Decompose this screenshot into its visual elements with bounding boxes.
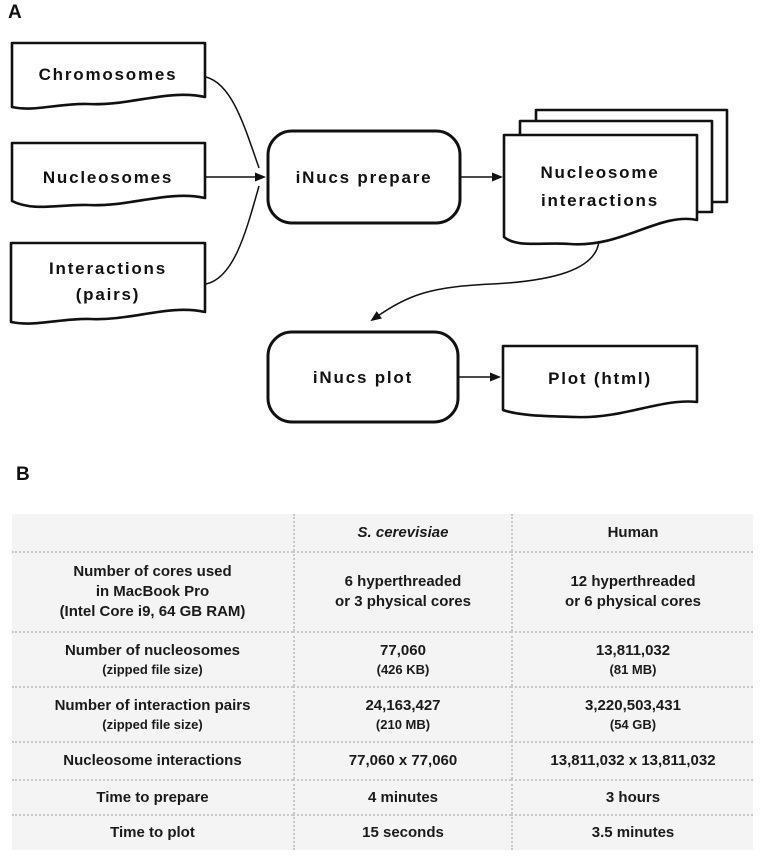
row-prepare-time-cerevisiae-value: 4 minutes — [367, 788, 439, 806]
table-header-cerevisiae: S. cerevisiae — [293, 514, 511, 551]
row-interactions-label: Nucleosome interactions — [12, 741, 293, 779]
chromosomes-label: Chromosomes — [39, 65, 178, 84]
row-plot-time-human-value: 3.5 minutes — [591, 824, 675, 842]
inucs-plot-label: iNucs plot — [313, 368, 413, 387]
interactions-label-line1: Interactions — [49, 259, 167, 278]
nucleosomes-label: Nucleosomes — [43, 168, 173, 187]
row-nucleosomes-label: Number of nucleosomes (zipped file size) — [12, 631, 293, 686]
row-pairs-human: 3,220,503,431 (54 GB) — [511, 686, 753, 741]
table-header-empty — [12, 514, 293, 551]
output-label-line1: Nucleosome — [540, 163, 659, 182]
row-plot-time-human: 3.5 minutes — [511, 814, 753, 850]
row-pairs-label: Number of interaction pairs (zipped file… — [12, 686, 293, 741]
row-nucleosomes-label-line1: Number of nucleosomes — [64, 641, 241, 659]
row-nucleosomes-cerevisiae-size: (426 KB) — [376, 661, 430, 677]
plot-html-label: Plot (html) — [548, 369, 652, 388]
row-cores-label: Number of cores used in MacBook Pro (Int… — [12, 551, 293, 631]
row-cores-cerevisiae: 6 hyperthreaded or 3 physical cores — [293, 551, 511, 631]
row-interactions-label-line1: Nucleosome interactions — [63, 752, 242, 770]
row-prepare-time-label: Time to prepare — [12, 779, 293, 814]
chromosomes-to-prepare-arrow — [205, 76, 260, 169]
row-prepare-time-label-line1: Time to prepare — [96, 788, 209, 806]
interactions-file-shape — [9, 241, 207, 325]
row-nucleosomes-human: 13,811,032 (81 MB) — [511, 631, 753, 686]
row-nucleosomes-label-line2: (zipped file size) — [102, 661, 203, 677]
table-header-human: Human — [511, 514, 753, 551]
row-cores-label-line2: in MacBook Pro — [95, 583, 210, 601]
pipeline-flowchart: Chromosomes Nucleosomes Interactions (pa… — [9, 41, 729, 424]
row-plot-time-cerevisiae-value: 15 seconds — [362, 824, 444, 842]
row-cores-label-line1: Number of cores used — [73, 563, 232, 581]
row-prepare-time-cerevisiae: 4 minutes — [293, 779, 511, 814]
row-prepare-time-human: 3 hours — [511, 779, 753, 814]
row-pairs-label-line1: Number of interaction pairs — [54, 696, 251, 714]
row-pairs-human-value: 3,220,503,431 — [585, 696, 681, 714]
row-pairs-label-line2: (zipped file size) — [102, 716, 203, 732]
panel-a-label: A — [8, 2, 23, 23]
row-interactions-cerevisiae: 77,060 x 77,060 — [293, 741, 511, 779]
benchmark-table: S. cerevisiae Human Number of cores used… — [12, 514, 753, 850]
row-cores-label-line3: (Intel Core i9, 64 GB RAM) — [59, 602, 246, 620]
output-label-line2: interactions — [541, 191, 659, 210]
interactions-to-prepare-arrow — [205, 185, 260, 285]
row-nucleosomes-human-size: (81 MB) — [609, 661, 657, 677]
row-cores-cerevisiae-line2: or 3 physical cores — [335, 593, 471, 610]
row-plot-time-label: Time to plot — [12, 814, 293, 850]
plot-html-file-shape — [501, 344, 699, 419]
row-prepare-time-human-value: 3 hours — [605, 788, 661, 806]
row-cores-human-line1: 12 hyperthreaded — [570, 573, 696, 591]
row-cores-cerevisiae-line1: 6 hyperthreaded — [344, 573, 462, 591]
row-interactions-cerevisiae-value: 77,060 x 77,060 — [348, 752, 458, 770]
row-nucleosomes-cerevisiae: 77,060 (426 KB) — [293, 631, 511, 686]
row-pairs-human-size: (54 GB) — [609, 716, 657, 732]
row-plot-time-cerevisiae: 15 seconds — [293, 814, 511, 850]
row-pairs-cerevisiae-size: (210 MB) — [375, 716, 431, 732]
row-pairs-cerevisiae-value: 24,163,427 — [365, 696, 441, 714]
row-cores-human: 12 hyperthreaded or 6 physical cores — [511, 551, 753, 631]
interactions-label-line2: (pairs) — [76, 285, 141, 304]
nucleosomes-file-shape — [10, 141, 207, 209]
row-interactions-human-value: 13,811,032 x 13,811,032 — [550, 752, 716, 770]
row-cores-human-line2: or 6 physical cores — [565, 593, 701, 610]
panel-b-label: B — [16, 464, 31, 485]
row-interactions-human: 13,811,032 x 13,811,032 — [511, 741, 753, 779]
row-plot-time-label-line1: Time to plot — [110, 824, 195, 842]
nucleosome-interactions-file-shape — [502, 133, 699, 246]
row-pairs-cerevisiae: 24,163,427 (210 MB) — [293, 686, 511, 741]
chromosomes-file-shape — [10, 41, 207, 110]
row-nucleosomes-human-value: 13,811,032 — [595, 641, 671, 659]
output-to-plot-arrow — [370, 240, 600, 322]
row-nucleosomes-cerevisiae-value: 77,060 — [380, 641, 426, 659]
inucs-prepare-label: iNucs prepare — [296, 168, 433, 187]
